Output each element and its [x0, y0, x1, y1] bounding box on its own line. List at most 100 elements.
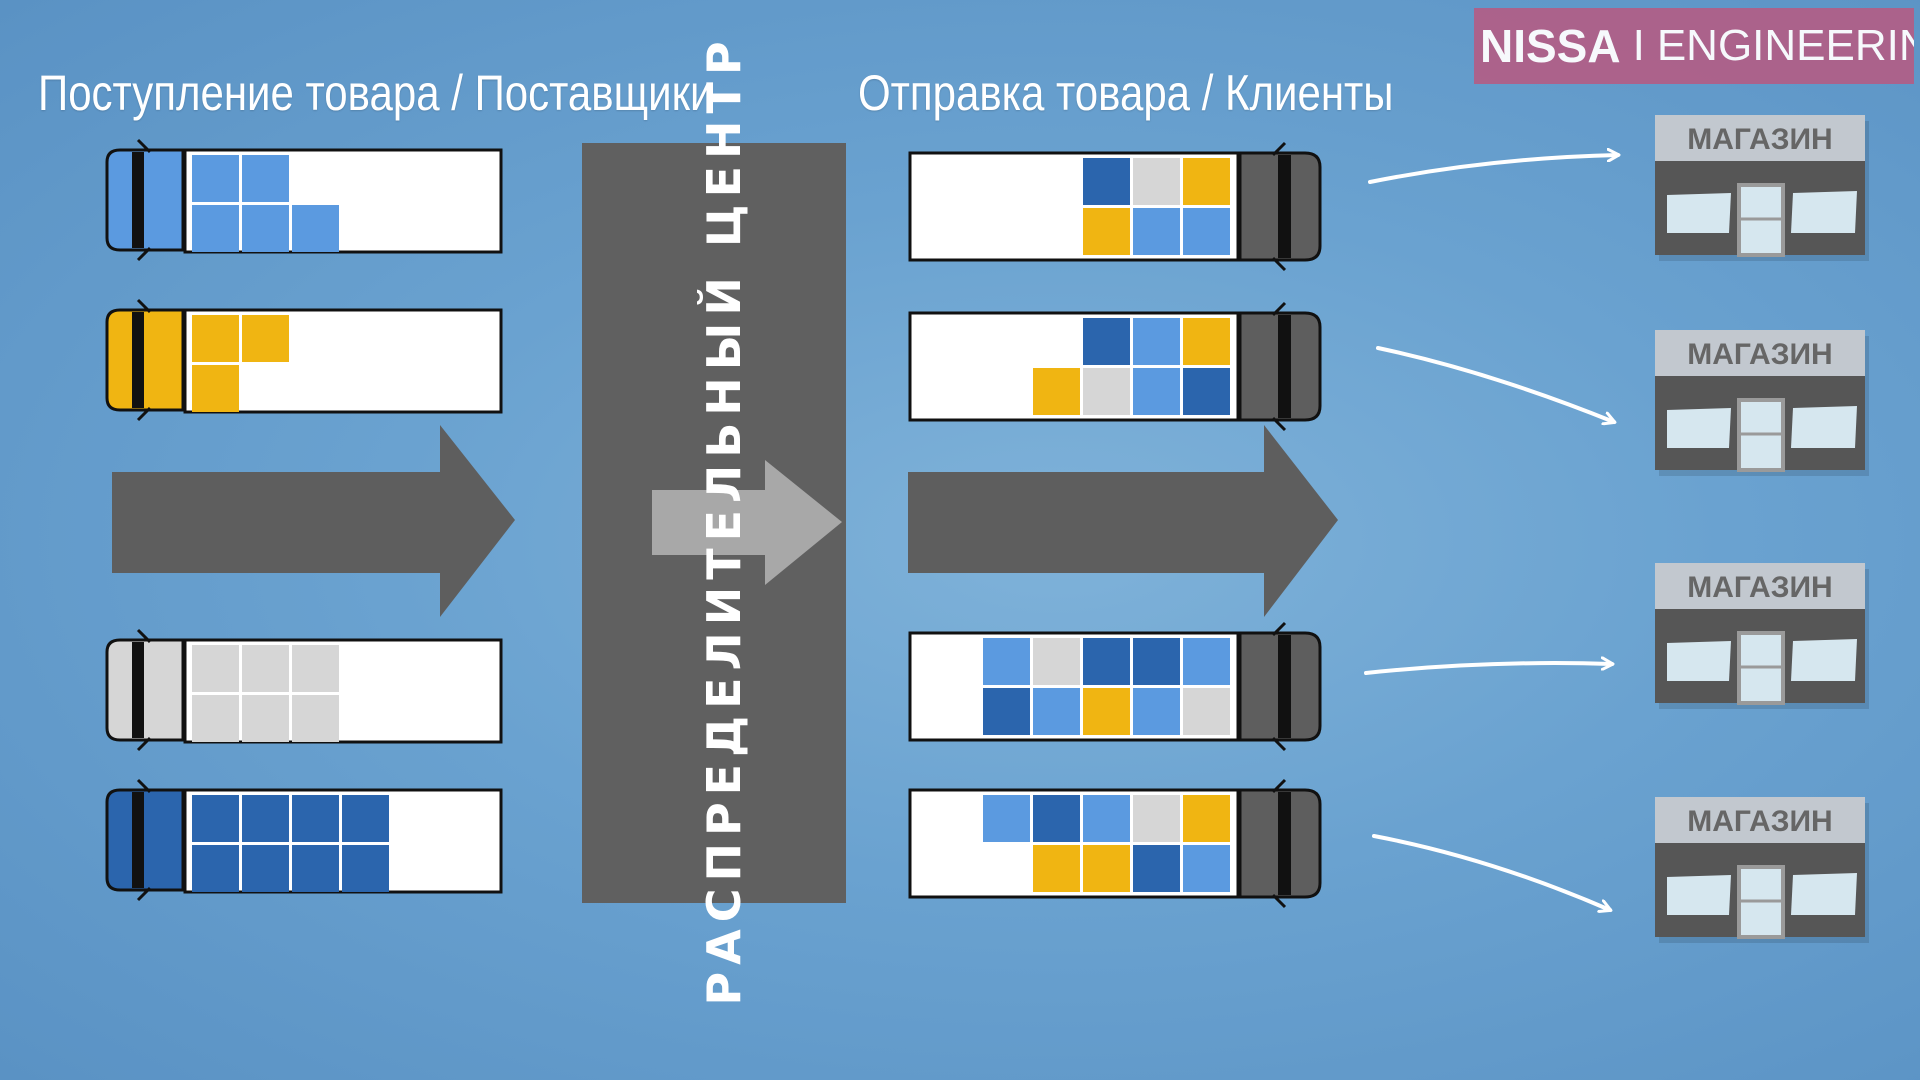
store: МАГАЗИН: [1655, 115, 1869, 261]
inbound-trucks: [105, 138, 503, 902]
cargo-box: [1033, 638, 1080, 685]
stores: МАГАЗИН МАГАЗИН МАГАЗИН МАГАЗИН: [1655, 115, 1869, 943]
inbound-flow-arrow: [112, 425, 515, 617]
store-label: МАГАЗИН: [1687, 123, 1832, 156]
cargo-box: [292, 645, 339, 692]
cab-window: [132, 642, 144, 738]
cargo-box: [1033, 845, 1080, 892]
store: МАГАЗИН: [1655, 330, 1869, 476]
cargo-box: [1083, 368, 1130, 415]
route-arrow-2: [1376, 346, 1614, 422]
outbound-truck: [908, 141, 1322, 272]
cargo-box: [1083, 795, 1130, 842]
store-window-left: [1667, 641, 1731, 681]
logo-suffix: ENGINEERING: [1656, 21, 1914, 70]
mirror: [136, 628, 152, 644]
cargo-box: [1183, 795, 1230, 842]
cargo-box: [1133, 208, 1180, 255]
cargo-box: [1033, 368, 1080, 415]
mirror: [1271, 256, 1287, 272]
cargo-box: [192, 155, 239, 202]
cab-window: [132, 312, 144, 408]
cargo-box: [1133, 638, 1180, 685]
mirror: [1271, 893, 1287, 909]
cab-window: [132, 152, 144, 248]
cargo-box: [342, 795, 389, 842]
truck-cab: [105, 308, 185, 412]
cargo-box: [1083, 638, 1130, 685]
outbound-truck: [908, 621, 1322, 752]
cargo-box: [1183, 318, 1230, 365]
store-label: МАГАЗИН: [1687, 338, 1832, 371]
route-arrow-1: [1368, 155, 1618, 184]
cargo-box: [192, 845, 239, 892]
cargo-box: [1183, 845, 1230, 892]
mirror: [1271, 778, 1287, 794]
cargo-box: [242, 205, 289, 252]
brand-logo: NISSA I ENGINEERING: [1474, 8, 1914, 84]
mirror: [136, 736, 152, 752]
store-window-right: [1791, 191, 1857, 233]
cargo-box: [192, 205, 239, 252]
cargo-box: [1133, 368, 1180, 415]
mirror: [136, 778, 152, 794]
cargo-box: [983, 638, 1030, 685]
cab-window: [1278, 792, 1291, 895]
logo-separator: I: [1632, 21, 1645, 70]
cab-window: [1278, 155, 1291, 258]
cargo-box: [242, 845, 289, 892]
outbound-flow-arrow: [908, 425, 1338, 617]
cargo-box: [292, 205, 339, 252]
route-arrow-4: [1372, 834, 1610, 910]
cargo-box: [1183, 368, 1230, 415]
mirror: [136, 138, 152, 154]
cargo-box: [192, 695, 239, 742]
cab-window: [132, 792, 144, 888]
cargo-box: [192, 795, 239, 842]
mirror: [1271, 736, 1287, 752]
cab-window: [1278, 315, 1291, 418]
store-label: МАГАЗИН: [1687, 805, 1832, 838]
outbound-truck: [908, 778, 1322, 909]
truck-cab: [105, 788, 185, 892]
store-window-right: [1791, 873, 1857, 915]
cargo-box: [1083, 845, 1130, 892]
mirror: [136, 246, 152, 262]
mirror: [1271, 416, 1287, 432]
truck-cab: [105, 148, 185, 252]
mirror: [1271, 621, 1287, 637]
cargo-box: [1133, 795, 1180, 842]
cargo-box: [242, 155, 289, 202]
outbound-truck: [908, 301, 1322, 432]
outbound-title: Отправка товара / Клиенты: [858, 65, 1394, 121]
cargo-box: [1083, 688, 1130, 735]
cargo-box: [983, 795, 1030, 842]
mirror: [136, 298, 152, 314]
cargo-box: [242, 695, 289, 742]
distribution-center-label: РАСПРЕДЕЛИТЕЛЬНЫЙ ЦЕНТР: [697, 34, 751, 1005]
inbound-truck: [105, 778, 503, 902]
cargo-box: [1183, 208, 1230, 255]
logo-brand: NISSA: [1480, 20, 1621, 72]
route-arrow-3: [1364, 663, 1612, 675]
store-sign: [1655, 563, 1865, 609]
cargo-box: [1133, 158, 1180, 205]
store-label: МАГАЗИН: [1687, 571, 1832, 604]
inbound-truck: [105, 138, 503, 262]
cargo-box: [292, 845, 339, 892]
cargo-box: [1133, 688, 1180, 735]
cargo-box: [1133, 845, 1180, 892]
store-window-right: [1791, 406, 1857, 448]
mirror: [1271, 301, 1287, 317]
cargo-box: [1083, 208, 1130, 255]
store-sign: [1655, 797, 1865, 843]
mirror: [1271, 141, 1287, 157]
cargo-box: [983, 688, 1030, 735]
cargo-box: [342, 845, 389, 892]
store-sign: [1655, 115, 1865, 161]
cargo-box: [242, 315, 289, 362]
cargo-box: [1033, 795, 1080, 842]
cargo-box: [1083, 158, 1130, 205]
cargo-box: [1183, 638, 1230, 685]
